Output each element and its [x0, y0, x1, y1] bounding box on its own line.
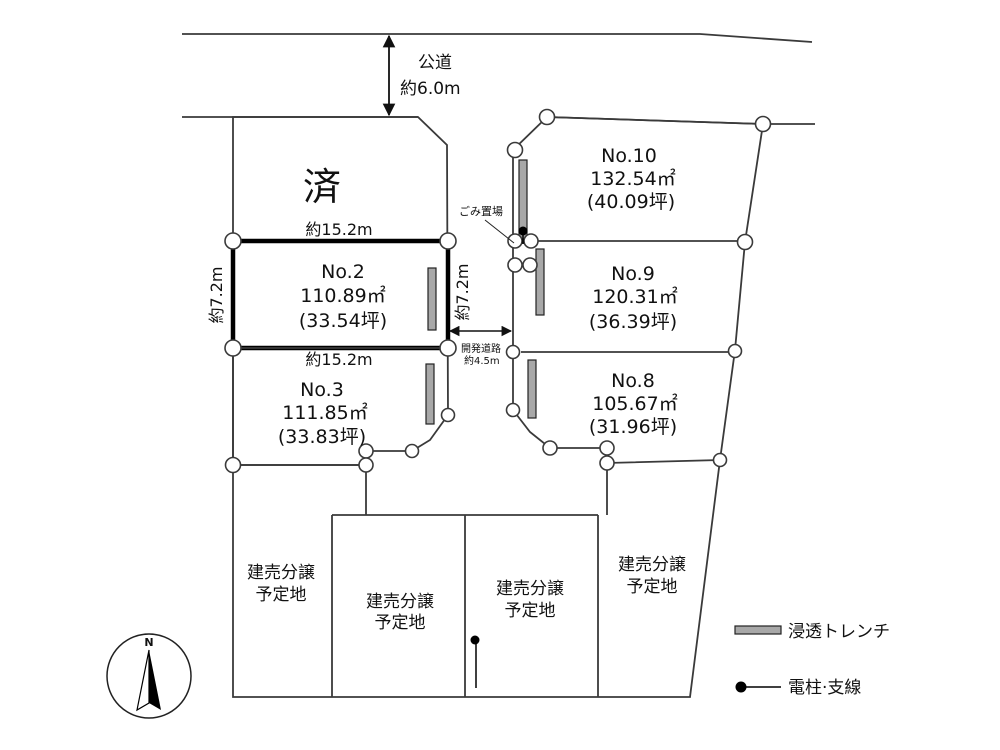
planned-lot-labels: 建売分譲 予定地 建売分譲 予定地 建売分譲 予定地 建売分譲 予定地 [247, 555, 686, 633]
vertex [439, 232, 457, 250]
vertex [439, 339, 457, 357]
vertex [712, 452, 728, 468]
vertex [506, 141, 524, 159]
lot-area: 120.31㎡ [592, 285, 677, 308]
dimension-labels: 約15.2m 約15.2m 約7.2m 約7.2m [207, 220, 472, 369]
dev-road-name: 開発道路 [461, 342, 501, 355]
lot-no2: No.2 110.89㎡ (33.54坪) [299, 261, 387, 332]
vertex [505, 344, 521, 360]
lot-tsubo: (33.83坪) [278, 426, 366, 448]
vertex [507, 233, 523, 249]
vertex [736, 233, 754, 251]
lot-area: 132.54㎡ [590, 167, 675, 190]
planned-line1: 建売分譲 [618, 555, 686, 575]
vertex [599, 455, 615, 471]
vertices [224, 108, 772, 474]
lot-no10: No.10 132.54㎡ (40.09坪) [587, 145, 676, 213]
trench-lot2 [427, 267, 437, 331]
trenches [425, 159, 545, 425]
trench-lot3 [425, 363, 435, 425]
done-mark: 済 [303, 165, 341, 209]
planned-line2: 予定地 [627, 577, 678, 597]
lot-no9: No.9 120.31㎡ (36.39坪) [589, 263, 678, 333]
compass-label: N [144, 636, 153, 649]
lot-no: No.9 [611, 263, 655, 285]
vertex [599, 440, 615, 456]
public-road: 公道 約6.0m [182, 33, 815, 125]
trench-lot8 [527, 359, 537, 419]
dev-road-width: 約4.5m [464, 354, 500, 367]
pole-south [470, 635, 480, 645]
planned-lot-b: 建売分譲 予定地 [366, 592, 434, 633]
planned-lot-a: 建売分譲 予定地 [247, 563, 315, 605]
vertex [542, 440, 558, 456]
lot-area: 111.85㎡ [282, 401, 367, 424]
legend: 浸透トレンチ 電柱·支線 [734, 622, 890, 698]
garbage-label: ごみ置場 [459, 204, 503, 218]
garbage-leader [484, 219, 515, 244]
vertex [224, 232, 242, 250]
lot-no: No.3 [300, 379, 344, 401]
planned-line1: 建売分譲 [366, 592, 434, 612]
garbage-area: ごみ置場 [459, 204, 515, 244]
lot-tsubo: (31.96坪) [589, 416, 677, 438]
road-name: 公道 [418, 53, 452, 73]
lot-no: No.2 [321, 261, 365, 283]
road-north-edge [182, 33, 813, 43]
vertex [224, 339, 242, 357]
planned-line1: 建売分譲 [247, 563, 315, 583]
lot-tsubo: (36.39坪) [589, 311, 677, 333]
vertex [224, 456, 242, 474]
planned-line2: 予定地 [256, 585, 307, 605]
trench-lot9 [535, 248, 545, 316]
dim-right: 約7.2m [453, 263, 472, 320]
vertex [440, 407, 456, 423]
planned-line1: 建売分譲 [496, 579, 564, 599]
compass-needle-dark-icon [149, 650, 161, 710]
planned-outer-boundary [232, 459, 721, 698]
lot-area: 105.67㎡ [592, 392, 677, 415]
lot-tsubo: (40.09坪) [587, 191, 675, 213]
lot-no3: No.3 111.85㎡ (33.83坪) [278, 379, 368, 448]
dim-left: 約7.2m [207, 266, 226, 323]
planned-line2: 予定地 [505, 601, 556, 621]
vertex [522, 257, 538, 273]
lot-area: 110.89㎡ [300, 284, 385, 307]
lot-tsubo: (33.54坪) [299, 310, 387, 332]
road-width: 約6.0m [400, 79, 461, 99]
dim-top: 約15.2m [305, 220, 372, 239]
lot-no8: No.8 105.67㎡ (31.96坪) [589, 370, 678, 438]
compass: N [106, 633, 192, 719]
vertex [754, 115, 772, 133]
vertex [358, 457, 374, 473]
legend-trench-label: 浸透トレンチ [788, 622, 890, 642]
vertex [507, 257, 523, 273]
dim-bottom: 約15.2m [305, 350, 372, 369]
vertex [523, 233, 539, 249]
dev-road: 開発道路 約4.5m [448, 325, 513, 367]
legend-trench-icon [734, 625, 782, 635]
planned-lot-d: 建売分譲 予定地 [618, 555, 686, 597]
poles [470, 226, 528, 688]
vertex [538, 108, 556, 126]
lot-no: No.10 [601, 145, 657, 167]
vertex [404, 443, 420, 459]
lot-labels: No.10 132.54㎡ (40.09坪) No.9 120.31㎡ (36.… [278, 145, 678, 448]
planned-lot-c: 建売分譲 予定地 [496, 579, 564, 621]
vertex [505, 402, 521, 418]
legend-pole-label: 電柱·支線 [788, 678, 861, 698]
done-lot: 済 [303, 165, 341, 209]
planned-line2: 予定地 [375, 613, 426, 633]
lot-no: No.8 [611, 370, 655, 392]
vertex [727, 343, 743, 359]
